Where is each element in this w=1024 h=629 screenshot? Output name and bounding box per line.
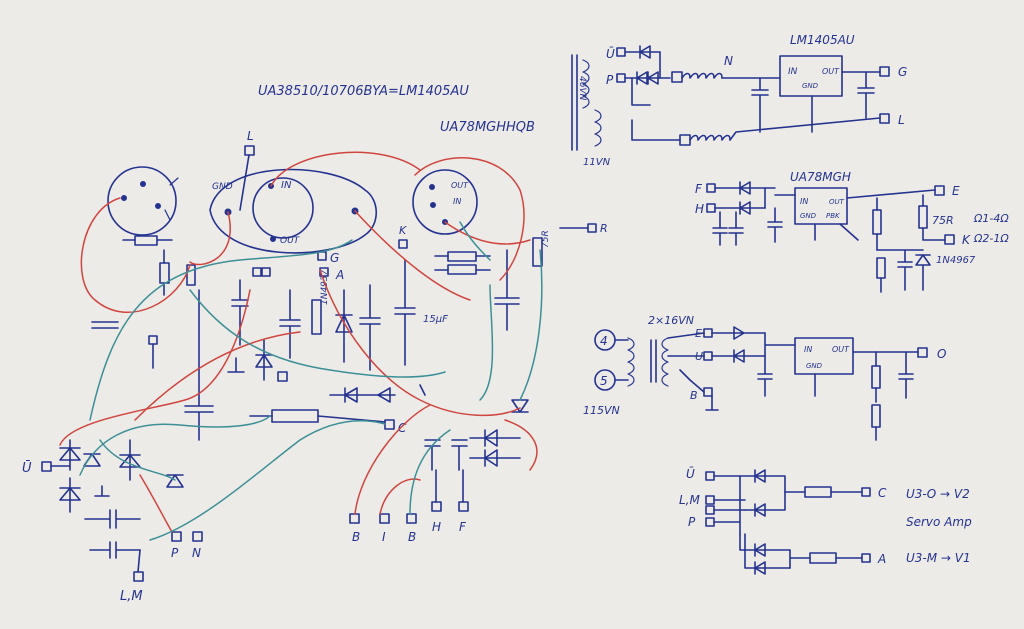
sch2-in-2: H: [695, 202, 704, 216]
pin-k-label: K: [399, 224, 407, 237]
wires-red: [59, 151, 538, 533]
sch3-bottom-v: 115VN: [583, 404, 620, 417]
bottom-pin-5: F: [459, 520, 467, 534]
reg1-out-label: OUT: [280, 236, 301, 246]
wires-teal: [79, 221, 543, 541]
sch4-out-a: A: [877, 552, 886, 566]
pin-g-label: G: [330, 251, 339, 265]
sch2-out-k: K: [962, 233, 971, 247]
pin-r-label: R: [600, 222, 608, 235]
sch2-reg-out: OUT: [829, 198, 845, 206]
schematic-lm1405: LM1405AU 46VN 11VN Ū P N IN OUT GND G: [571, 33, 907, 168]
sch4-in-3: P: [688, 515, 696, 529]
bottom-pin-4: H: [432, 520, 441, 534]
sch2-title: UA78MGH: [790, 170, 851, 184]
sch1-reg-in: IN: [788, 67, 798, 77]
r75-label: 75R: [541, 230, 551, 248]
bottom-pin-1: B: [352, 530, 360, 544]
sch1-reg-out: OUT: [822, 67, 840, 76]
sch1-in-2: P: [606, 73, 614, 87]
sch1-in-1: Ū: [606, 47, 615, 61]
sch4-in-2: L,M: [679, 493, 701, 507]
sch1-reg-gnd: GND: [802, 82, 819, 90]
sch2-reg-in: IN: [800, 197, 808, 206]
sch2-zener: 1N4967: [936, 255, 976, 266]
reg2-out-label: OUT: [451, 181, 469, 190]
sch4-note-3: U3-M → V1: [906, 551, 971, 565]
pin-a-label: A: [335, 268, 344, 282]
sch2-r-label: 75R: [932, 214, 954, 227]
sch1-title: LM1405AU: [790, 33, 855, 47]
reg1-gnd-label: GND: [212, 182, 233, 192]
sch4-note-1: U3-O → V2: [906, 487, 970, 501]
schematic-transformer-2: 4 5 2×16VN 115VN E U B IN OUT GND O: [583, 314, 946, 441]
sch1-vlabel: 46VN: [577, 76, 587, 101]
pin-j-label: Ū: [22, 461, 32, 476]
sch4-note-2: Servo Amp: [906, 515, 972, 529]
sch3-reg-gnd: GND: [806, 362, 823, 370]
sch2-in-1: F: [695, 182, 703, 196]
schematic-servo: Ū L,M P C A U3-O → V2 Servo Amp U3-M → V…: [679, 467, 972, 575]
pin-lm-label: L,M: [120, 589, 143, 604]
pin-c-label: C: [398, 421, 407, 435]
schematic-ua78mgh: UA78MGH F H IN OUT GND PBK E 75R K Ω1-4Ω…: [695, 170, 1009, 293]
sch2-note-2: Ω2-1Ω: [973, 232, 1009, 245]
sch3-vlabel: 2×16VN: [648, 314, 694, 327]
pin-l-label: L: [247, 129, 254, 143]
sch2-reg-gnd: GND: [800, 212, 817, 220]
sch4-out-c: C: [878, 486, 887, 500]
reg1-in-label: IN: [281, 180, 292, 191]
bottom-pin-2: I: [382, 530, 386, 544]
sch3-coil-2: 5: [600, 374, 608, 388]
reg2-in-label: IN: [453, 197, 461, 206]
sch2-reg-adj: PBK: [826, 212, 841, 220]
sch3-output: O: [937, 347, 946, 361]
sch3-reg-out: OUT: [832, 345, 850, 354]
pin-n-label: N: [192, 546, 201, 560]
sch1-node: N: [724, 54, 733, 68]
sch1-bottom-v: 11VN: [583, 157, 611, 168]
sch2-out-e: E: [952, 184, 960, 198]
cap-label: 15μF: [423, 314, 448, 325]
sch3-coil-1: 4: [600, 334, 608, 348]
sch3-ground-pin: B: [690, 389, 698, 402]
sch4-in-1: Ū: [686, 467, 695, 481]
zener-label: 1N4937: [320, 269, 330, 305]
bottom-pin-3: B: [408, 530, 416, 544]
sch3-reg-in: IN: [804, 345, 812, 354]
sch1-out-2: L: [898, 113, 905, 127]
sch1-out-1: G: [898, 65, 907, 79]
title-sub: UA78MGHHQB: [440, 120, 535, 135]
pin-p-label: P: [171, 546, 179, 560]
left-board: GND IN OUT OUT IN L G A 1N4937: [22, 129, 608, 604]
sch2-note-1: Ω1-4Ω: [973, 212, 1009, 225]
title-main: UA38510/10706BYA=LM1405AU: [258, 84, 469, 99]
